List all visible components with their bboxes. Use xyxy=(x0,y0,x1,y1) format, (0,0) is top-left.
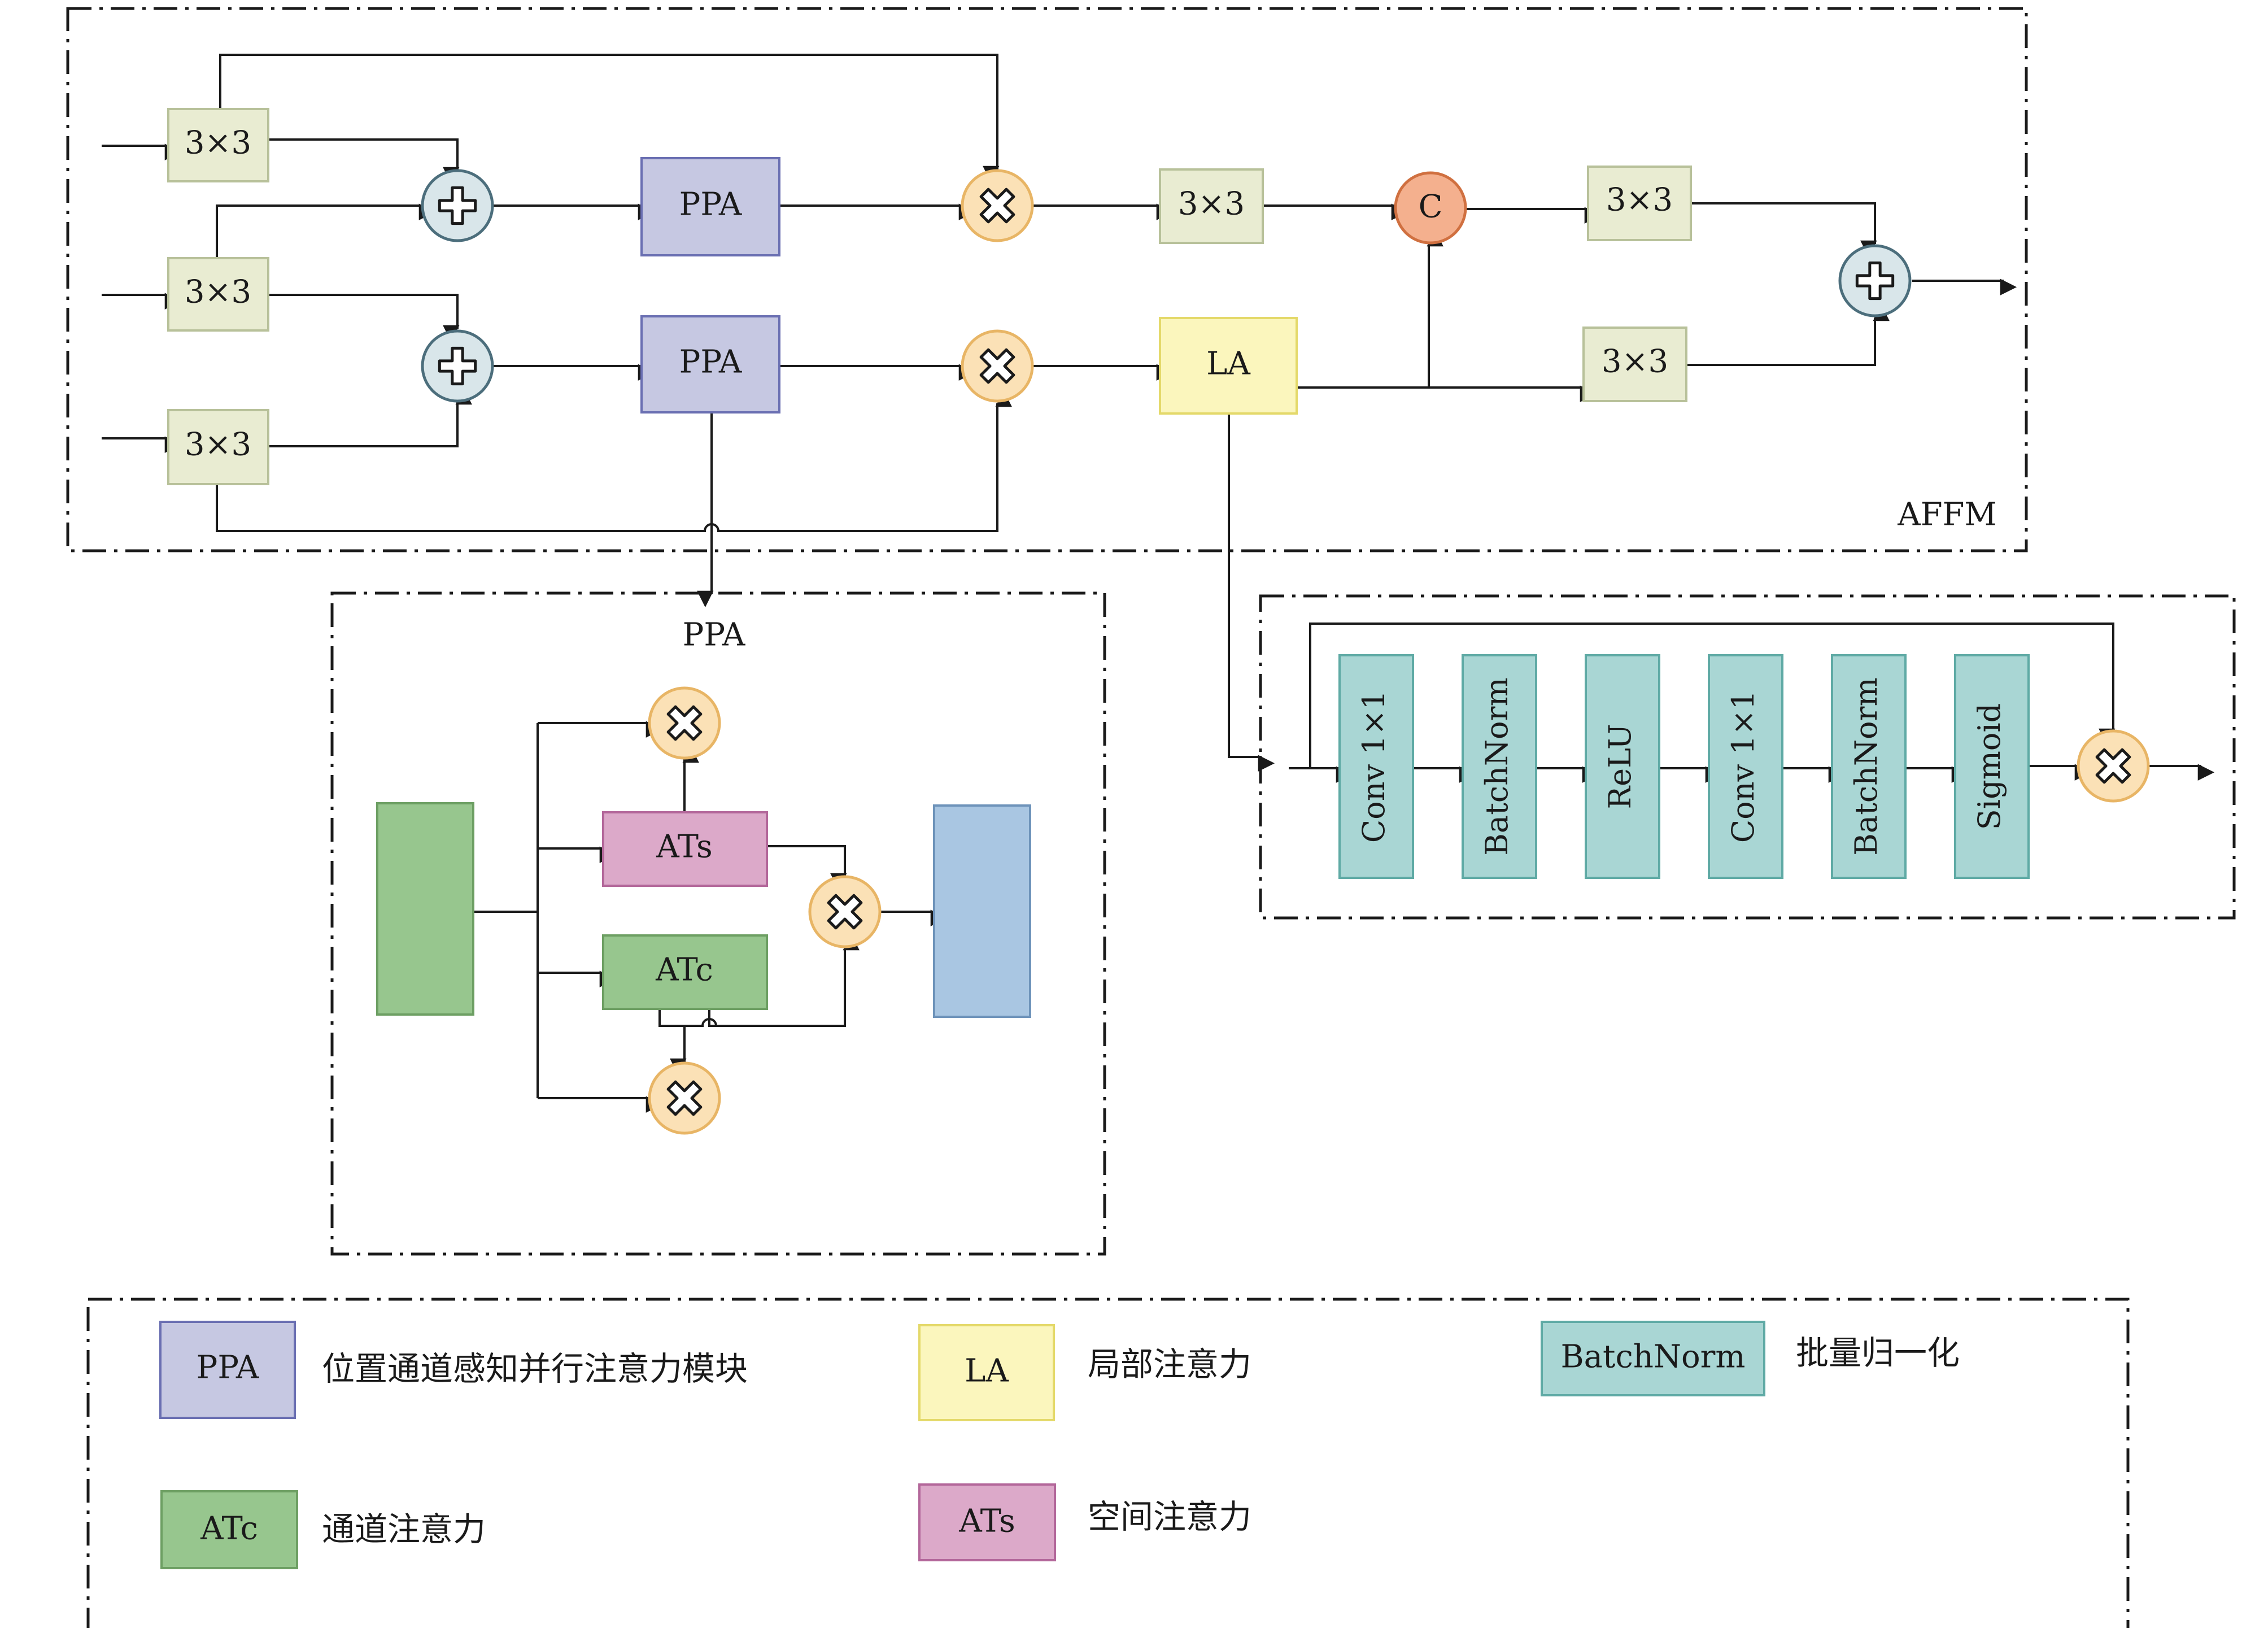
ppa-detail-title: PPA xyxy=(683,617,745,654)
legend-item-la: LA 局部注意力 xyxy=(918,1324,1251,1421)
la-block-label: LA xyxy=(1206,346,1250,382)
conv-3x3-mid: 3×3 xyxy=(167,257,269,332)
legend-desc-ats: 空间注意力 xyxy=(1088,1498,1251,1536)
add-node-top xyxy=(421,169,494,242)
add-node-bottom xyxy=(421,329,494,403)
conv-3x3-after-mult: 3×3 xyxy=(1159,168,1264,244)
affm-frame-label: AFFM xyxy=(1897,497,1997,533)
ppa-block-top-label: PPA xyxy=(679,186,742,223)
la-block-conv1: Conv 1×1 xyxy=(1338,654,1414,879)
ppa-block-bottom: PPA xyxy=(640,315,780,413)
legend-desc-ppa: 位置通道感知并行注意力模块 xyxy=(322,1350,748,1388)
legend-item-batchnorm: BatchNorm 批量归一化 xyxy=(1541,1321,1960,1396)
conv-3x3-out-bottom: 3×3 xyxy=(1582,327,1687,402)
legend-item-ppa: PPA 位置通道感知并行注意力模块 xyxy=(159,1321,748,1419)
mult-node-top xyxy=(961,169,1034,242)
conv-3x3-bottom-label: 3×3 xyxy=(185,426,251,463)
legend-item-ats: ATs 空间注意力 xyxy=(918,1483,1251,1561)
ppa-block-top: PPA xyxy=(640,157,780,256)
la-block-sigmoid: Sigmoid xyxy=(1954,654,2030,879)
legend-key-batchnorm: BatchNorm xyxy=(1560,1339,1745,1375)
conv-3x3-mid-label: 3×3 xyxy=(185,274,251,311)
legend-key-ats: ATs xyxy=(958,1503,1015,1540)
conv-3x3-out-top: 3×3 xyxy=(1587,166,1692,241)
legend-key-la: LA xyxy=(965,1353,1009,1390)
atc-block-label: ATc xyxy=(655,952,713,989)
ppa-block-bottom-label: PPA xyxy=(679,344,742,381)
conv-3x3-bottom: 3×3 xyxy=(167,409,269,485)
legend-key-atc: ATc xyxy=(200,1511,258,1547)
conv-3x3-out-bottom-label: 3×3 xyxy=(1602,343,1668,380)
affm-frame xyxy=(66,7,2028,552)
la-block-batchnorm1: BatchNorm xyxy=(1462,654,1537,879)
legend-frame xyxy=(86,1298,2130,1628)
la-detail-wires xyxy=(1289,623,2215,783)
conv-3x3-top: 3×3 xyxy=(167,108,269,182)
mult-node-bottom xyxy=(961,329,1034,403)
ats-block: ATs xyxy=(602,811,768,887)
conv-3x3-out-top-label: 3×3 xyxy=(1606,182,1673,219)
la-block-conv2-label: Conv 1×1 xyxy=(1725,690,1761,843)
la-block-batchnorm1-label: BatchNorm xyxy=(1479,677,1515,855)
ppa-detail-wires xyxy=(473,721,948,1113)
la-block-conv2: Conv 1×1 xyxy=(1708,654,1783,879)
la-block-relu-label: ReLU xyxy=(1602,724,1638,809)
la-block-batchnorm2: BatchNorm xyxy=(1831,654,1907,879)
legend-item-atc: ATc 通道注意力 xyxy=(160,1490,486,1569)
ppa-mult-top xyxy=(648,686,721,760)
ats-block-label: ATs xyxy=(656,829,712,865)
la-mult-node xyxy=(2077,729,2150,803)
la-detail-frame xyxy=(1259,594,2236,920)
add-node-output xyxy=(1838,244,1912,317)
atc-block: ATc xyxy=(602,934,768,1010)
ppa-mult-center xyxy=(808,875,882,948)
concat-node: C xyxy=(1394,171,1467,245)
ppa-input-feature xyxy=(376,802,474,1016)
concat-node-label: C xyxy=(1419,189,1443,225)
la-block-conv1-label: Conv 1×1 xyxy=(1356,690,1392,843)
legend-desc-batchnorm: 批量归一化 xyxy=(1796,1334,1960,1372)
ppa-mult-bottom xyxy=(648,1061,721,1135)
la-block-sigmoid-label: Sigmoid xyxy=(1972,703,2007,830)
la-block-batchnorm2-label: BatchNorm xyxy=(1848,677,1884,855)
ppa-output-feature xyxy=(933,804,1031,1018)
la-block: LA xyxy=(1159,317,1298,415)
conv-3x3-top-label: 3×3 xyxy=(185,125,251,162)
affm-wires xyxy=(102,54,2017,772)
legend-key-ppa: PPA xyxy=(197,1350,259,1386)
la-block-relu: ReLU xyxy=(1585,654,1660,879)
legend-desc-la: 局部注意力 xyxy=(1088,1345,1251,1383)
ppa-detail-frame xyxy=(330,591,1106,1256)
legend-desc-atc: 通道注意力 xyxy=(322,1510,486,1548)
conv-3x3-after-mult-label: 3×3 xyxy=(1178,186,1245,223)
